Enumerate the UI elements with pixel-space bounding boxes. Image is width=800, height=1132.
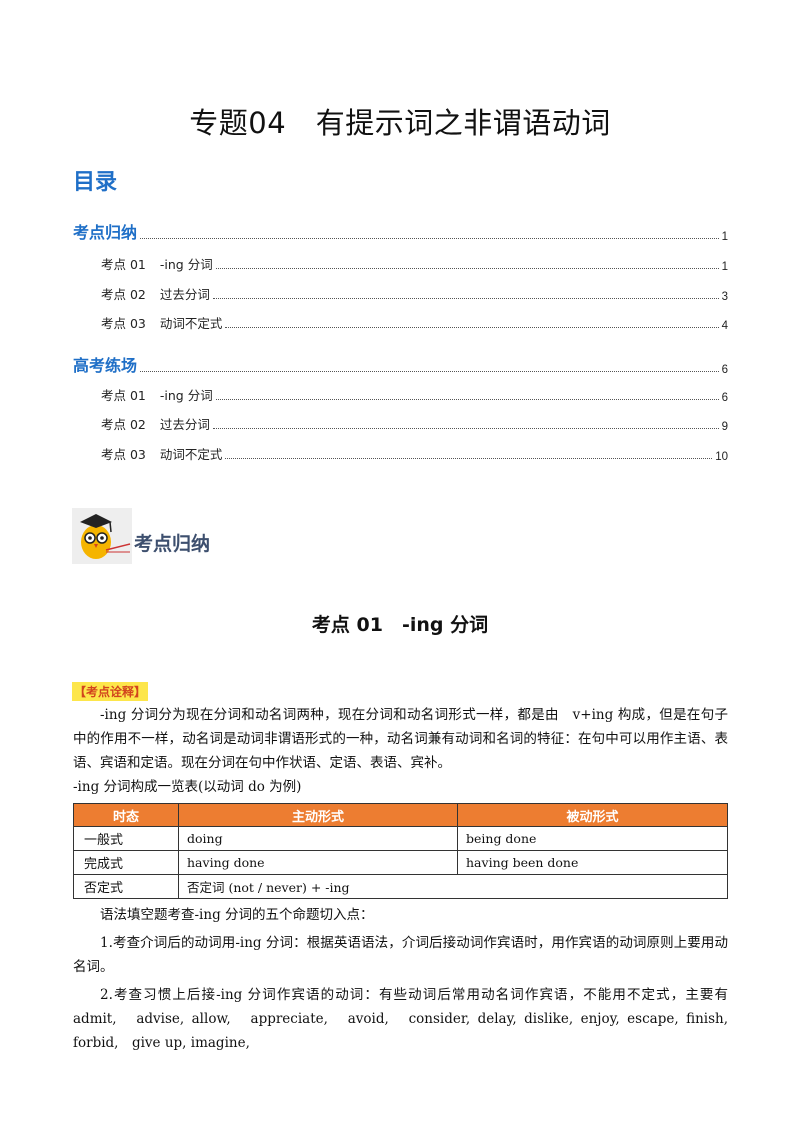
paragraph: 2.考查习惯上后接-ing 分词作宾语的动词：有些动词后常用动名词作宾语，不能用… xyxy=(73,987,728,1051)
toc-entry[interactable]: 考点 02 过去分词 9 xyxy=(101,414,728,433)
toc-entry-number: 考点 02 xyxy=(101,417,146,432)
toc-leader-dots xyxy=(215,399,719,400)
toc-entry-number: 考点 03 xyxy=(101,447,146,462)
toc-entry-page: 1 xyxy=(721,231,728,243)
toc-entry-label: 过去分词 xyxy=(159,417,210,432)
section-label: 考点归纳 xyxy=(134,533,211,555)
toc-leader-dots xyxy=(140,371,719,372)
toc-entry-number: 考点 02 xyxy=(101,287,146,302)
toc-entry-label: 动词不定式 xyxy=(159,316,223,331)
toc-entry-label: 高考练场 xyxy=(73,356,138,375)
table-row: 完成式 having done having been done xyxy=(73,850,728,875)
toc-entry[interactable]: 考点 01 -ing 分词 1 xyxy=(101,254,728,273)
toc-entry-page: 1 xyxy=(721,261,728,273)
subsection-title: 考点 01 -ing 分词 xyxy=(311,614,489,636)
toc-entry-page: 6 xyxy=(721,392,728,404)
toc-leader-dots xyxy=(225,327,719,328)
toc-leader-dots xyxy=(225,458,713,459)
toc-entry-number: 考点 01 xyxy=(101,388,146,403)
table-cell: having been done xyxy=(457,850,728,875)
table-row: 一般式 doing being done xyxy=(73,826,728,851)
toc-leader-dots xyxy=(212,298,719,299)
table-cell: being done xyxy=(457,826,728,851)
toc-entry[interactable]: 高考练场 6 xyxy=(73,352,728,376)
toc-entry[interactable]: 考点 03 动词不定式 4 xyxy=(101,313,728,332)
toc-entry-page: 3 xyxy=(721,291,728,303)
ing-forms-table: 时态 主动形式 被动形式 一般式 doing being done 完成式 ha… xyxy=(73,803,728,899)
toc-leader-dots xyxy=(215,268,719,269)
toc-entry-label: 考点归纳 xyxy=(73,223,138,242)
table-cell: 一般式 xyxy=(73,826,179,851)
table-header: 时态 xyxy=(73,803,179,827)
toc-heading: 目录 xyxy=(73,170,118,195)
paragraph: 语法填空题考查-ing 分词的五个命题切入点： xyxy=(100,907,374,923)
explanation-tag: 【考点诠释】 xyxy=(72,682,149,701)
table-cell: 否定式 xyxy=(73,874,179,899)
toc-entry-page: 4 xyxy=(721,320,728,332)
toc-entry-label: -ing 分词 xyxy=(159,257,213,272)
owl-graduate-mascot-icon xyxy=(72,508,132,564)
toc-entry[interactable]: 考点 03 动词不定式 10 xyxy=(101,444,728,463)
toc-entry-page: 9 xyxy=(721,421,728,433)
table-cell: doing xyxy=(178,826,458,851)
table-caption: -ing 分词构成一览表(以动词 do 为例) xyxy=(73,779,302,795)
toc-entry-label: 过去分词 xyxy=(159,287,210,302)
toc-leader-dots xyxy=(140,238,719,239)
toc-entry-number: 考点 03 xyxy=(101,316,146,331)
toc-entry-label: -ing 分词 xyxy=(159,388,213,403)
toc-entry[interactable]: 考点 02 过去分词 3 xyxy=(101,284,728,303)
paragraph: 1.考查介词后的动词用-ing 分词：根据英语语法，介词后接动词作宾语时，用作宾… xyxy=(73,935,728,975)
toc-leader-dots xyxy=(212,428,719,429)
table-header: 被动形式 xyxy=(457,803,728,827)
table-header: 主动形式 xyxy=(178,803,458,827)
table-row: 否定式 否定词 (not / never) + -ing xyxy=(73,874,728,899)
toc-entry[interactable]: 考点归纳 1 xyxy=(73,219,728,243)
table-cell: having done xyxy=(178,850,458,875)
paragraph: -ing 分词分为现在分词和动名词两种，现在分词和动名词形式一样，都是由 v+i… xyxy=(73,707,728,771)
toc-entry[interactable]: 考点 01 -ing 分词 6 xyxy=(101,385,728,404)
toc-entry-label: 动词不定式 xyxy=(159,447,223,462)
table-cell: 完成式 xyxy=(73,850,179,875)
document-title: 专题04 有提示词之非谓语动词 xyxy=(189,106,611,140)
toc-entry-page: 10 xyxy=(715,451,728,463)
table-cell: 否定词 (not / never) + -ing xyxy=(178,874,728,899)
toc-entry-number: 考点 01 xyxy=(101,257,146,272)
toc-entry-page: 6 xyxy=(721,364,728,376)
